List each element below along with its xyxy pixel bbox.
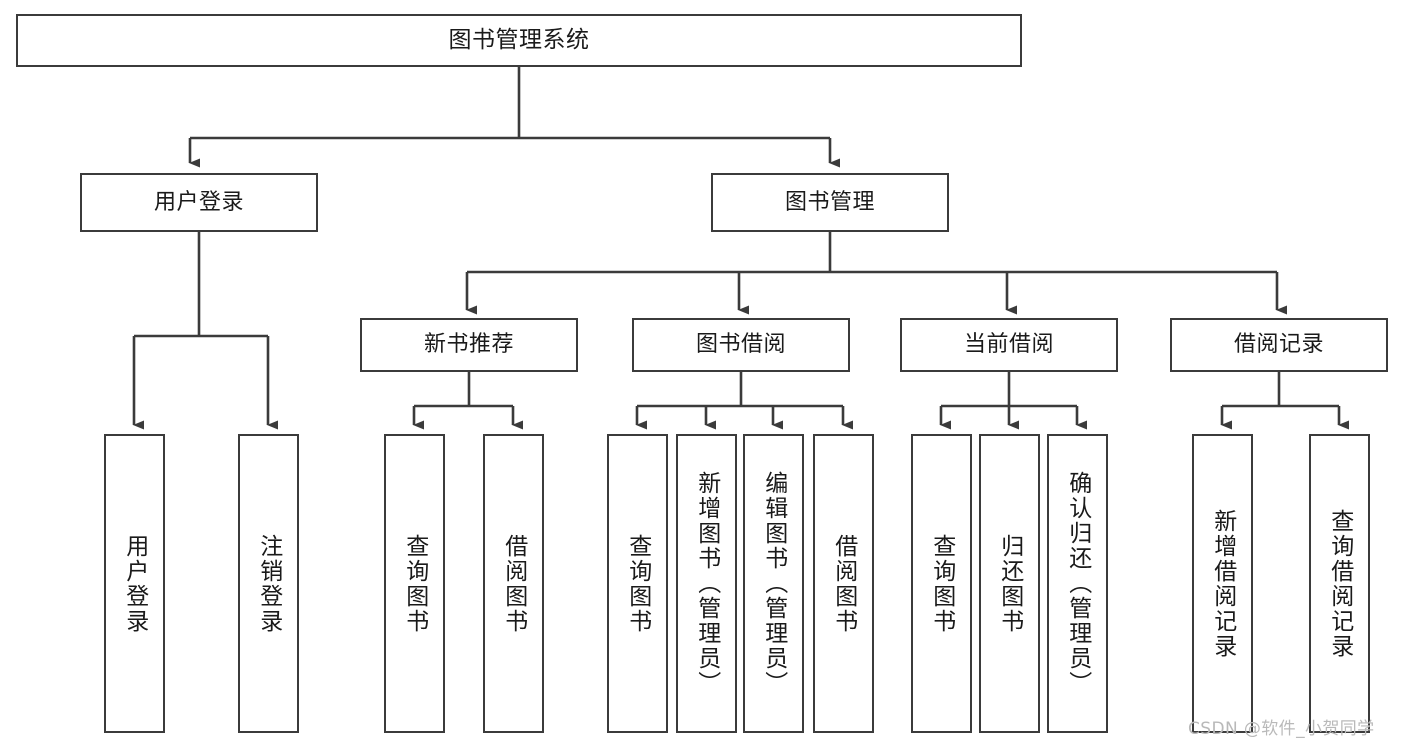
leaf-record-query-record[interactable]: 查询借阅记录 [1309, 434, 1370, 733]
node-user-login[interactable]: 用户登录 [80, 173, 318, 232]
leaf-borrow-edit-book-admin[interactable]: 编辑图书（管理员） [743, 434, 804, 733]
node-label: 新增借阅记录 [1209, 508, 1236, 659]
leaf-recommend-query-book[interactable]: 查询图书 [384, 434, 445, 733]
node-label: 图书管理 [784, 189, 875, 215]
node-new-book-recommend[interactable]: 新书推荐 [360, 318, 578, 372]
node-label: 确认归还（管理员） [1064, 471, 1091, 696]
node-label: 注销登录 [255, 533, 282, 634]
node-borrow-record[interactable]: 借阅记录 [1170, 318, 1388, 372]
leaf-current-confirm-return-admin[interactable]: 确认归还（管理员） [1047, 434, 1108, 733]
node-label: 借阅记录 [1233, 332, 1324, 358]
node-root-system[interactable]: 图书管理系统 [16, 14, 1022, 67]
node-label: 新增图书（管理员） [693, 471, 720, 696]
node-label: 当前借阅 [963, 332, 1054, 358]
node-label: 归还图书 [996, 533, 1023, 634]
node-current-borrow[interactable]: 当前借阅 [900, 318, 1118, 372]
csdn-watermark: CSDN @软件_小贺同学 [1188, 719, 1375, 739]
node-label: 借阅图书 [830, 533, 857, 634]
leaf-record-add-record[interactable]: 新增借阅记录 [1192, 434, 1253, 733]
node-book-management[interactable]: 图书管理 [711, 173, 949, 232]
node-label: 查询图书 [928, 533, 955, 634]
node-label: 借阅图书 [500, 533, 527, 634]
leaf-borrow-borrow-book[interactable]: 借阅图书 [813, 434, 874, 733]
node-label: 图书借阅 [695, 332, 786, 358]
leaf-recommend-borrow-book[interactable]: 借阅图书 [483, 434, 544, 733]
node-label: 新书推荐 [423, 332, 514, 358]
leaf-borrow-query-book[interactable]: 查询图书 [607, 434, 668, 733]
node-label: 用户登录 [153, 189, 244, 215]
leaf-user-login-signout[interactable]: 注销登录 [238, 434, 299, 733]
leaf-borrow-add-book-admin[interactable]: 新增图书（管理员） [676, 434, 737, 733]
node-label: 用户登录 [121, 533, 148, 634]
leaf-user-login-signin[interactable]: 用户登录 [104, 434, 165, 733]
node-book-borrow[interactable]: 图书借阅 [632, 318, 850, 372]
node-label: 查询借阅记录 [1326, 508, 1353, 659]
node-label: 图书管理系统 [448, 27, 590, 54]
node-label: 查询图书 [624, 533, 651, 634]
leaf-current-return-book[interactable]: 归还图书 [979, 434, 1040, 733]
leaf-current-query-book[interactable]: 查询图书 [911, 434, 972, 733]
node-label: 查询图书 [401, 533, 428, 634]
node-label: 编辑图书（管理员） [760, 471, 787, 696]
